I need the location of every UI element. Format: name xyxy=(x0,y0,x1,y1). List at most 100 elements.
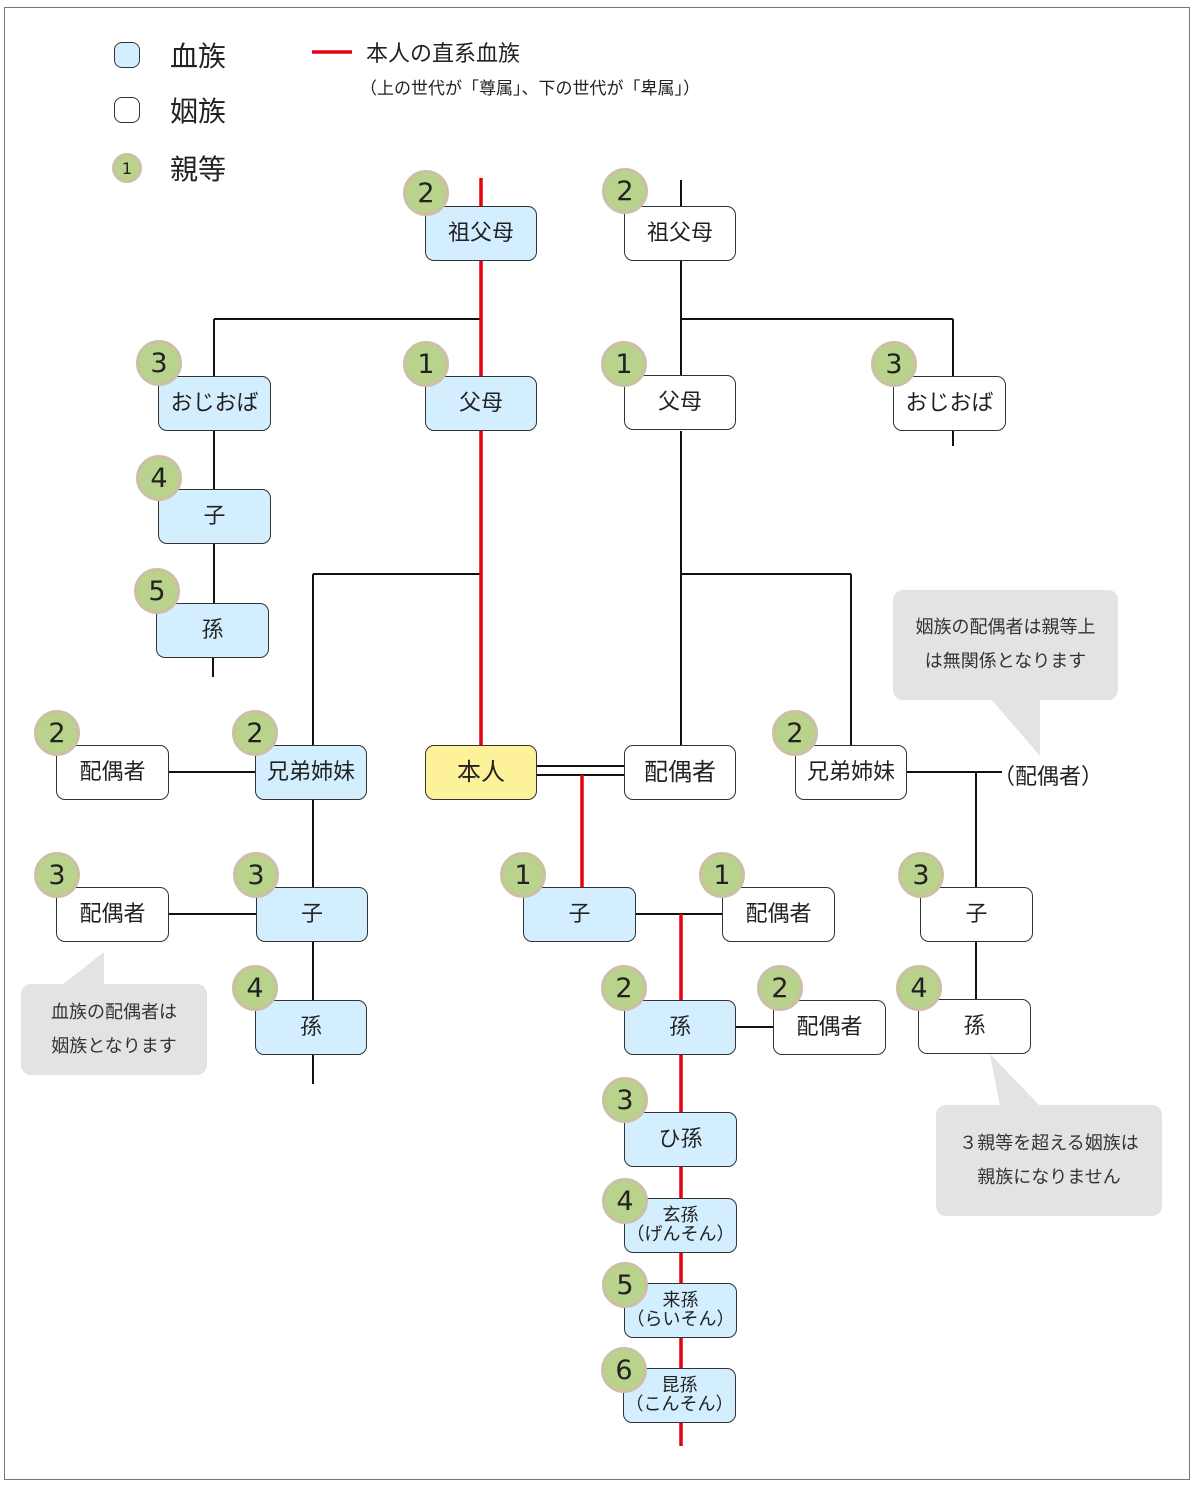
node-reading: （げんそん） xyxy=(626,1223,735,1245)
node-label: 兄弟姉妹 xyxy=(806,759,895,785)
callout-line: 血族の配偶者は xyxy=(51,1001,177,1023)
node-affinal-nephew[interactable]: 子 xyxy=(920,887,1033,942)
node-label: 孫 xyxy=(963,1013,986,1039)
node-label: 子 xyxy=(300,901,323,927)
degree-badge: 5 xyxy=(134,568,180,614)
node-label: 祖父母 xyxy=(447,220,514,246)
node-label: 昆孫 xyxy=(661,1374,698,1396)
legend-degree-label: 親等 xyxy=(170,153,227,186)
node-label: おじおば xyxy=(170,390,259,416)
callout-line: ３親等を超える姻族は xyxy=(959,1132,1139,1154)
degree-badge: 2 xyxy=(601,965,647,1011)
node-label: 父母 xyxy=(657,389,702,415)
node-self[interactable]: 本人 xyxy=(425,745,537,800)
degree-badge: 3 xyxy=(602,1077,648,1123)
node-label: 孫 xyxy=(299,1014,322,1040)
degree-badge: 2 xyxy=(602,168,648,214)
node-label: 本人 xyxy=(457,757,505,786)
node-siblings-affinal[interactable]: 兄弟姉妹 xyxy=(795,745,907,800)
node-grandchild-spouse[interactable]: 配偶者 xyxy=(773,1000,886,1055)
node-label: 子 xyxy=(965,901,988,927)
legend-lineal-label: 本人の直系血族 xyxy=(366,42,521,67)
callout-line: 姻族となります xyxy=(51,1035,177,1057)
degree-badge: 1 xyxy=(601,341,647,387)
node-label: 配偶者 xyxy=(644,757,716,786)
degree-badge: 3 xyxy=(898,852,944,898)
node-uncle-aunt-affinal[interactable]: おじおば xyxy=(893,376,1006,431)
node-label: 玄孫 xyxy=(662,1204,699,1226)
node-parents-affinal[interactable]: 父母 xyxy=(624,375,736,430)
legend-degree: 1 親等 xyxy=(112,148,226,188)
degree-badge: 2 xyxy=(757,965,803,1011)
degree-badge: 1 xyxy=(403,341,449,387)
node-label: 来孫 xyxy=(662,1289,699,1311)
node-siblings-blood[interactable]: 兄弟姉妹 xyxy=(255,745,367,800)
node-spouse[interactable]: 配偶者 xyxy=(624,745,736,800)
node-affinal-grandnephew[interactable]: 孫 xyxy=(918,999,1031,1054)
node-child-spouse[interactable]: 配偶者 xyxy=(722,887,835,942)
degree-badge: 2 xyxy=(34,710,80,756)
degree-badge: 3 xyxy=(34,852,80,898)
node-siblings-affinal-spouse[interactable]: （配偶者） xyxy=(993,765,1104,790)
node-label: 配偶者 xyxy=(79,759,146,785)
callout-tail-blood-spouse xyxy=(62,952,104,985)
node-grandnephew[interactable]: 孫 xyxy=(255,1000,367,1055)
node-grandparents-affinal[interactable]: 祖父母 xyxy=(624,206,736,261)
node-cousin-child[interactable]: 孫 xyxy=(156,603,269,658)
node-label: 配偶者 xyxy=(79,901,146,927)
legend-degree-badge: 1 xyxy=(112,153,142,183)
node-label: 子 xyxy=(203,503,226,529)
degree-badge: 4 xyxy=(136,455,182,501)
degree-badge: 6 xyxy=(601,1347,647,1393)
node-nephew-spouse[interactable]: 配偶者 xyxy=(56,887,169,942)
legend-blood-swatch xyxy=(114,42,140,68)
node-uncle-aunt-blood[interactable]: おじおば xyxy=(158,376,271,431)
legend-affinal: 姻族 xyxy=(114,90,226,130)
node-great-grandchild[interactable]: ひ孫 xyxy=(624,1112,737,1167)
node-cousin[interactable]: 子 xyxy=(158,489,271,544)
degree-badge: 5 xyxy=(602,1262,648,1308)
node-parents-blood[interactable]: 父母 xyxy=(425,376,537,431)
node-label: 父母 xyxy=(458,390,503,416)
degree-badge: 4 xyxy=(602,1178,648,1224)
node-reading: （こんそん） xyxy=(625,1393,734,1415)
node-nephew[interactable]: 子 xyxy=(256,887,368,942)
node-label: 配偶者 xyxy=(796,1014,863,1040)
degree-badge: 2 xyxy=(403,170,449,216)
node-grandparents-blood[interactable]: 祖父母 xyxy=(425,206,537,261)
legend-lineal-note: （上の世代が「尊属」、下の世代が「卑属」） xyxy=(360,79,700,99)
node-label: 孫 xyxy=(668,1014,691,1040)
node-reading: （らいそん） xyxy=(626,1308,735,1330)
callout-tail-affinal-spouse xyxy=(990,698,1040,756)
degree-badge: 2 xyxy=(232,710,278,756)
callout-beyond-third: ３親等を超える姻族は 親族になりません xyxy=(936,1105,1162,1216)
legend-affinal-label: 姻族 xyxy=(170,95,227,128)
callout-line: 姻族の配偶者は親等上 xyxy=(915,617,1096,638)
legend-affinal-swatch xyxy=(114,97,140,123)
node-sibling-spouse[interactable]: 配偶者 xyxy=(56,745,169,800)
callout-blood-spouse: 血族の配偶者は 姻族となります xyxy=(21,984,207,1075)
node-child[interactable]: 子 xyxy=(523,887,636,942)
degree-badge: 1 xyxy=(699,852,745,898)
degree-badge: 3 xyxy=(871,341,917,387)
node-grandchild[interactable]: 孫 xyxy=(624,1000,736,1055)
degree-badge: 3 xyxy=(233,852,279,898)
legend-blood-label: 血族 xyxy=(170,40,227,73)
node-label: ひ孫 xyxy=(658,1126,703,1152)
degree-badge: 4 xyxy=(896,965,942,1011)
degree-badge: 4 xyxy=(232,965,278,1011)
node-label: 子 xyxy=(568,901,591,927)
node-label: おじおば xyxy=(905,390,994,416)
node-label: 孫 xyxy=(201,617,224,643)
node-label: 兄弟姉妹 xyxy=(266,759,355,785)
node-label: 祖父母 xyxy=(646,220,713,246)
diagram-frame xyxy=(4,7,1190,1480)
callout-line: は無関係となります xyxy=(924,651,1087,672)
degree-badge: 1 xyxy=(500,852,546,898)
node-gg-grandchild[interactable]: 玄孫 （げんそん） xyxy=(624,1198,737,1253)
node-label: 配偶者 xyxy=(745,901,812,927)
degree-badge: 2 xyxy=(772,710,818,756)
legend-blood: 血族 xyxy=(114,35,226,75)
callout-line: 親族になりません xyxy=(977,1166,1121,1188)
